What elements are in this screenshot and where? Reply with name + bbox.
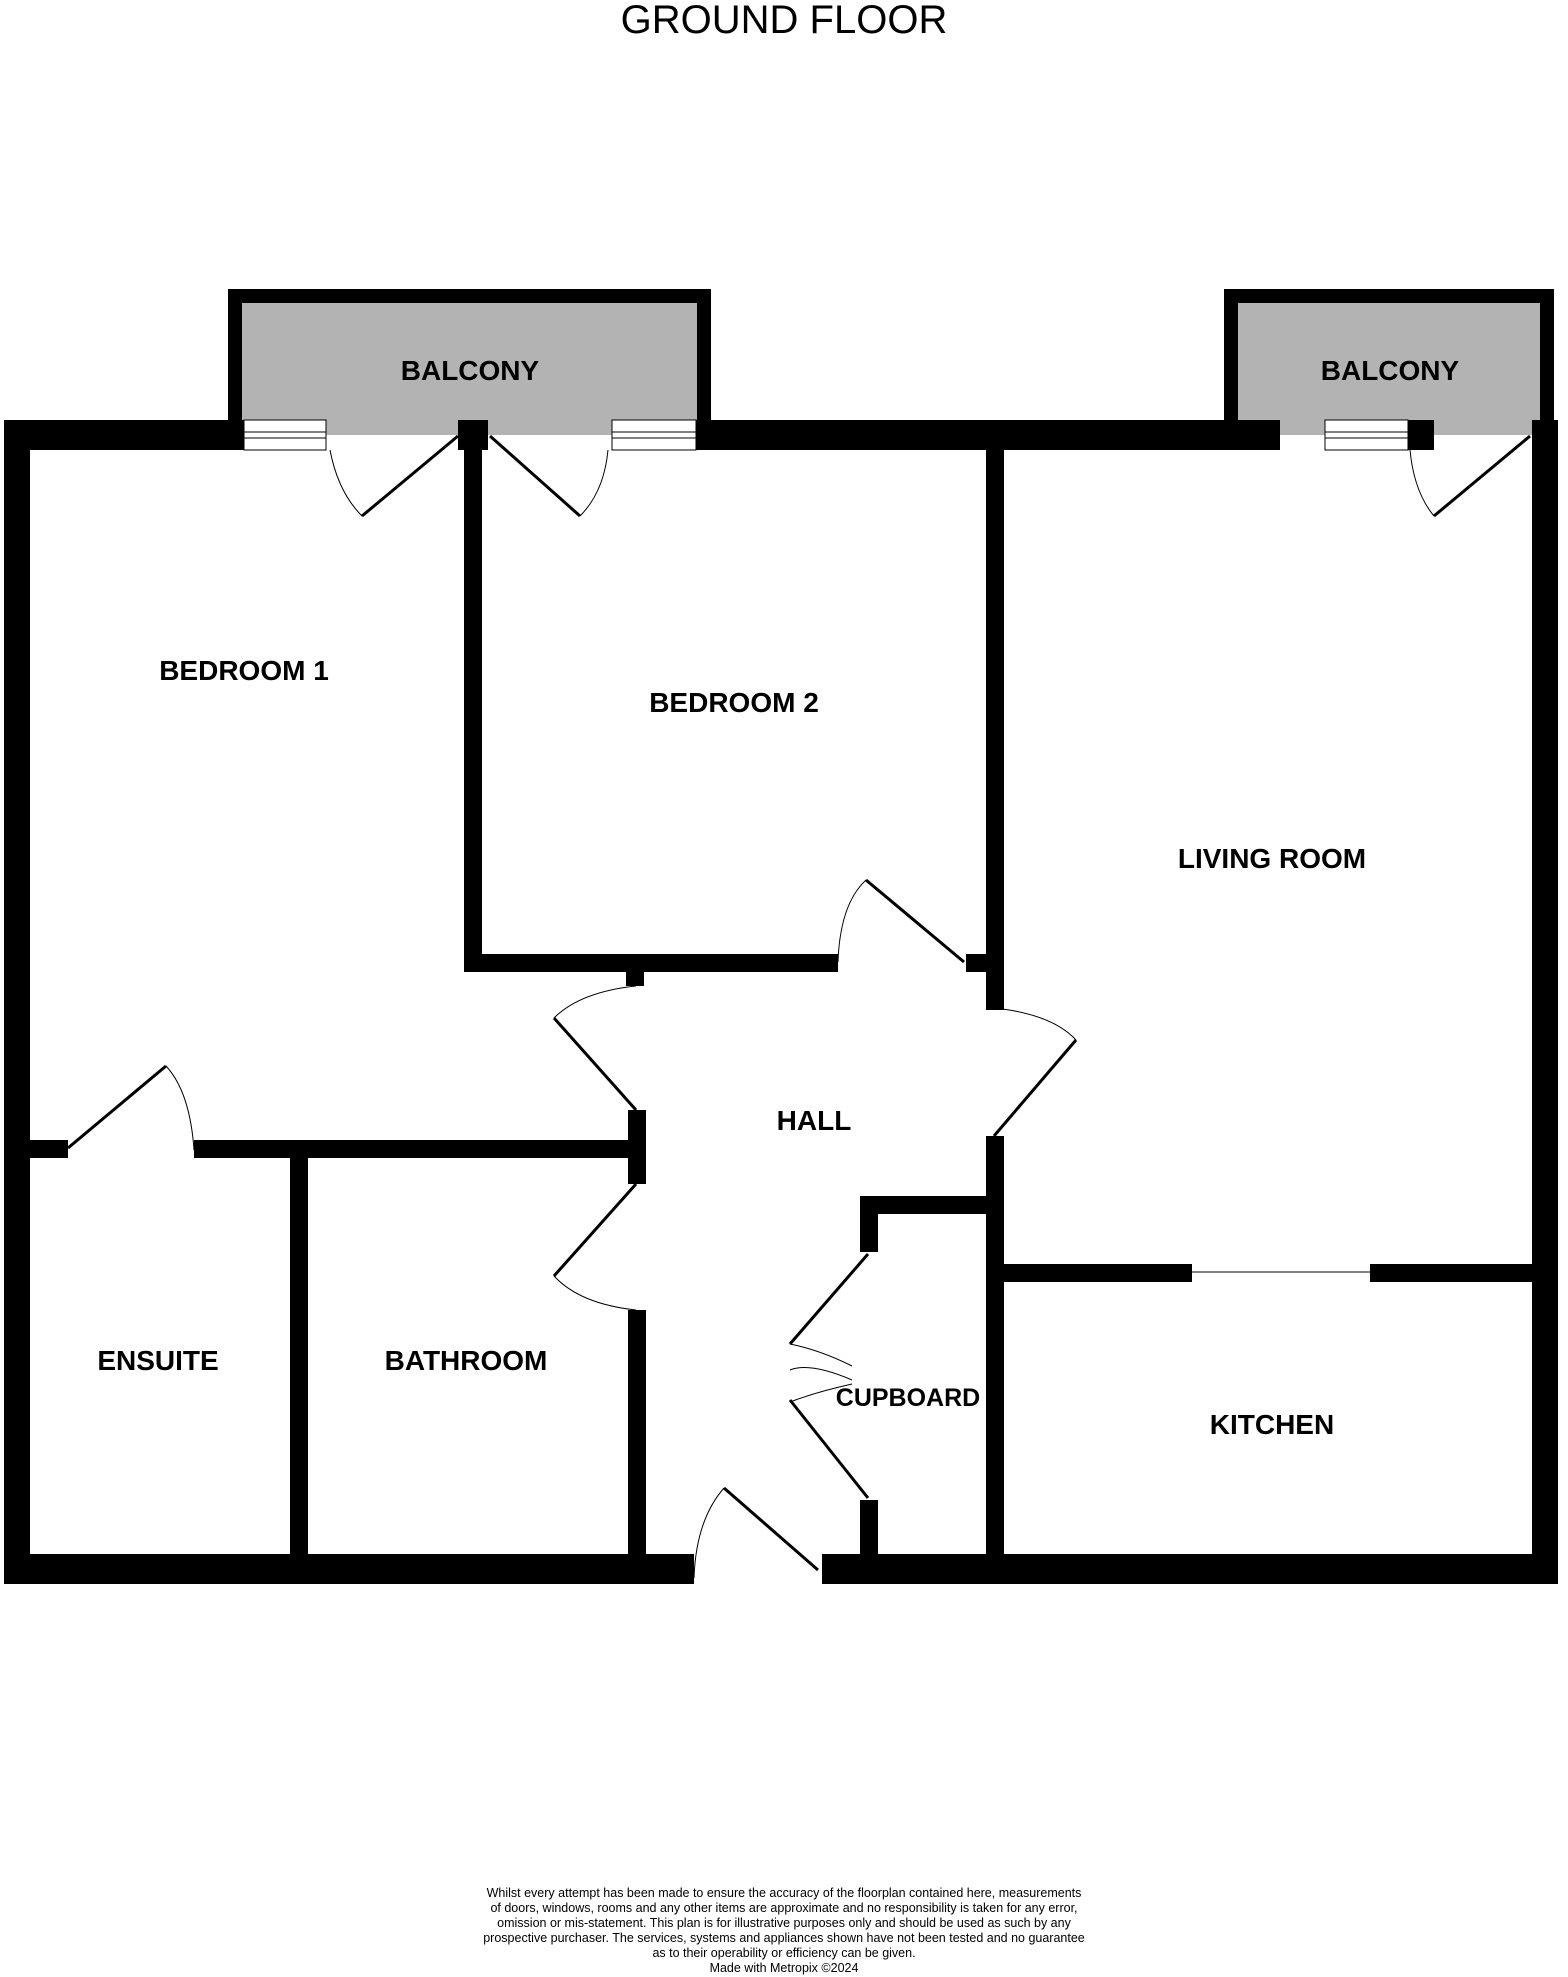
bedroom2-label: BEDROOM 2 xyxy=(649,687,819,718)
balcony-right xyxy=(1224,289,1554,435)
outer-walls xyxy=(4,420,1558,1584)
interior-walls xyxy=(18,440,1550,1584)
disclaimer-line: as to their operability or efficiency ca… xyxy=(652,1946,916,1960)
disclaimer: Whilst every attempt has been made to en… xyxy=(384,1886,1184,1976)
disclaimer-line: Whilst every attempt has been made to en… xyxy=(486,1886,1082,1900)
balcony-windows xyxy=(243,419,1409,451)
disclaimer-line: prospective purchaser. The services, sys… xyxy=(483,1931,1085,1945)
balcony-left-label: BALCONY xyxy=(401,355,540,386)
ensuite-label: ENSUITE xyxy=(97,1345,218,1376)
cupboard-label: CUPBOARD xyxy=(836,1384,980,1412)
doors xyxy=(67,434,1531,1579)
bedroom1-label: BEDROOM 1 xyxy=(159,655,329,686)
disclaimer-line: Made with Metropix ©2024 xyxy=(709,1961,859,1975)
disclaimer-line: of doors, windows, rooms and any other i… xyxy=(490,1901,1078,1915)
bathroom-label: BATHROOM xyxy=(385,1345,548,1376)
balcony-right-label: BALCONY xyxy=(1321,355,1460,386)
balcony-left xyxy=(228,289,711,435)
floor-title: GROUND FLOOR xyxy=(620,0,948,42)
kitchen-label: KITCHEN xyxy=(1210,1409,1334,1440)
hall-label: HALL xyxy=(777,1105,852,1136)
disclaimer-line: omission or mis-statement. This plan is … xyxy=(497,1916,1071,1930)
living-room-label: LIVING ROOM xyxy=(1178,843,1366,874)
